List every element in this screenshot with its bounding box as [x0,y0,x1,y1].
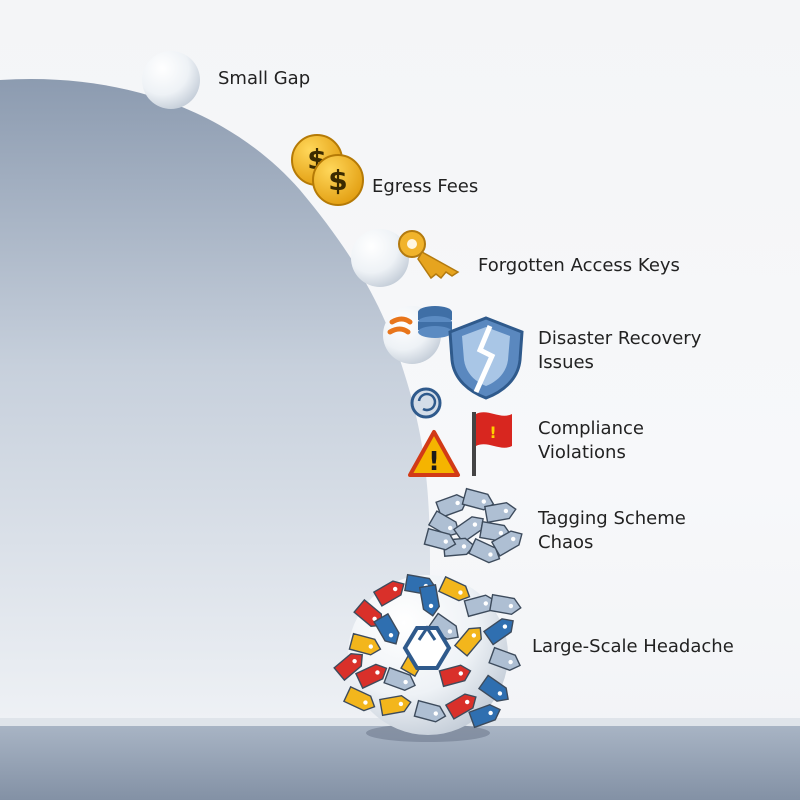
small-snowball-icon [142,51,200,109]
database-snowball-icon [383,306,452,364]
tag-icon [453,626,482,657]
tag-icon [423,527,457,551]
tag-icon [348,632,382,656]
svg-text:!: ! [428,447,440,477]
svg-text:$: $ [328,164,347,197]
tag-icon [427,510,460,537]
tag-icon [438,575,471,602]
tag-icon [490,530,523,557]
dollar-coins-icon: $ $ [291,134,364,206]
giant-tag-snowball-icon [333,573,522,742]
stage-label-egress-fees: Egress Fees [372,176,478,197]
tag-icon [343,685,376,712]
tag-icon [427,612,459,640]
tag-icon [482,618,514,646]
stage-label-compliance: Compliance Violations [538,418,650,463]
stage-label-small-gap: Small Gap [218,68,310,89]
tag-icon [468,537,501,564]
tag-icon [333,653,364,682]
tag-icon [413,699,447,723]
key-icon [398,230,460,280]
hill-slope [0,78,430,721]
tag-icon [418,584,441,617]
tag-icon [489,593,522,616]
flag-icon: ! [472,412,512,476]
tag-icon [468,703,501,729]
snowball-icon [351,229,409,287]
stage-label-large-scale: Large-Scale Headache [532,636,734,657]
tag-icon [379,694,412,717]
broken-shield-icon [448,316,524,400]
tag-icon [383,666,416,692]
tag-icon [372,580,405,607]
tag-icon [355,663,388,690]
svg-text:!: ! [489,423,496,442]
tag-icon [488,646,521,672]
stage-label-disaster-recovery: Disaster Recovery Issues [538,328,707,373]
tag-icon [438,664,472,688]
tag-icon [484,501,517,524]
tag-icon [477,674,509,702]
warning-icon: ! [408,430,460,477]
stage-label-tagging: Tagging Scheme Chaos [537,508,692,553]
tag-icon [444,693,477,720]
stage-label-forgotten-access-keys: Forgotten Access Keys [478,255,680,276]
refresh-icon [410,387,442,419]
tags-icon [423,487,523,564]
recycle-logo-icon [402,625,452,670]
tag-icon [373,612,400,645]
